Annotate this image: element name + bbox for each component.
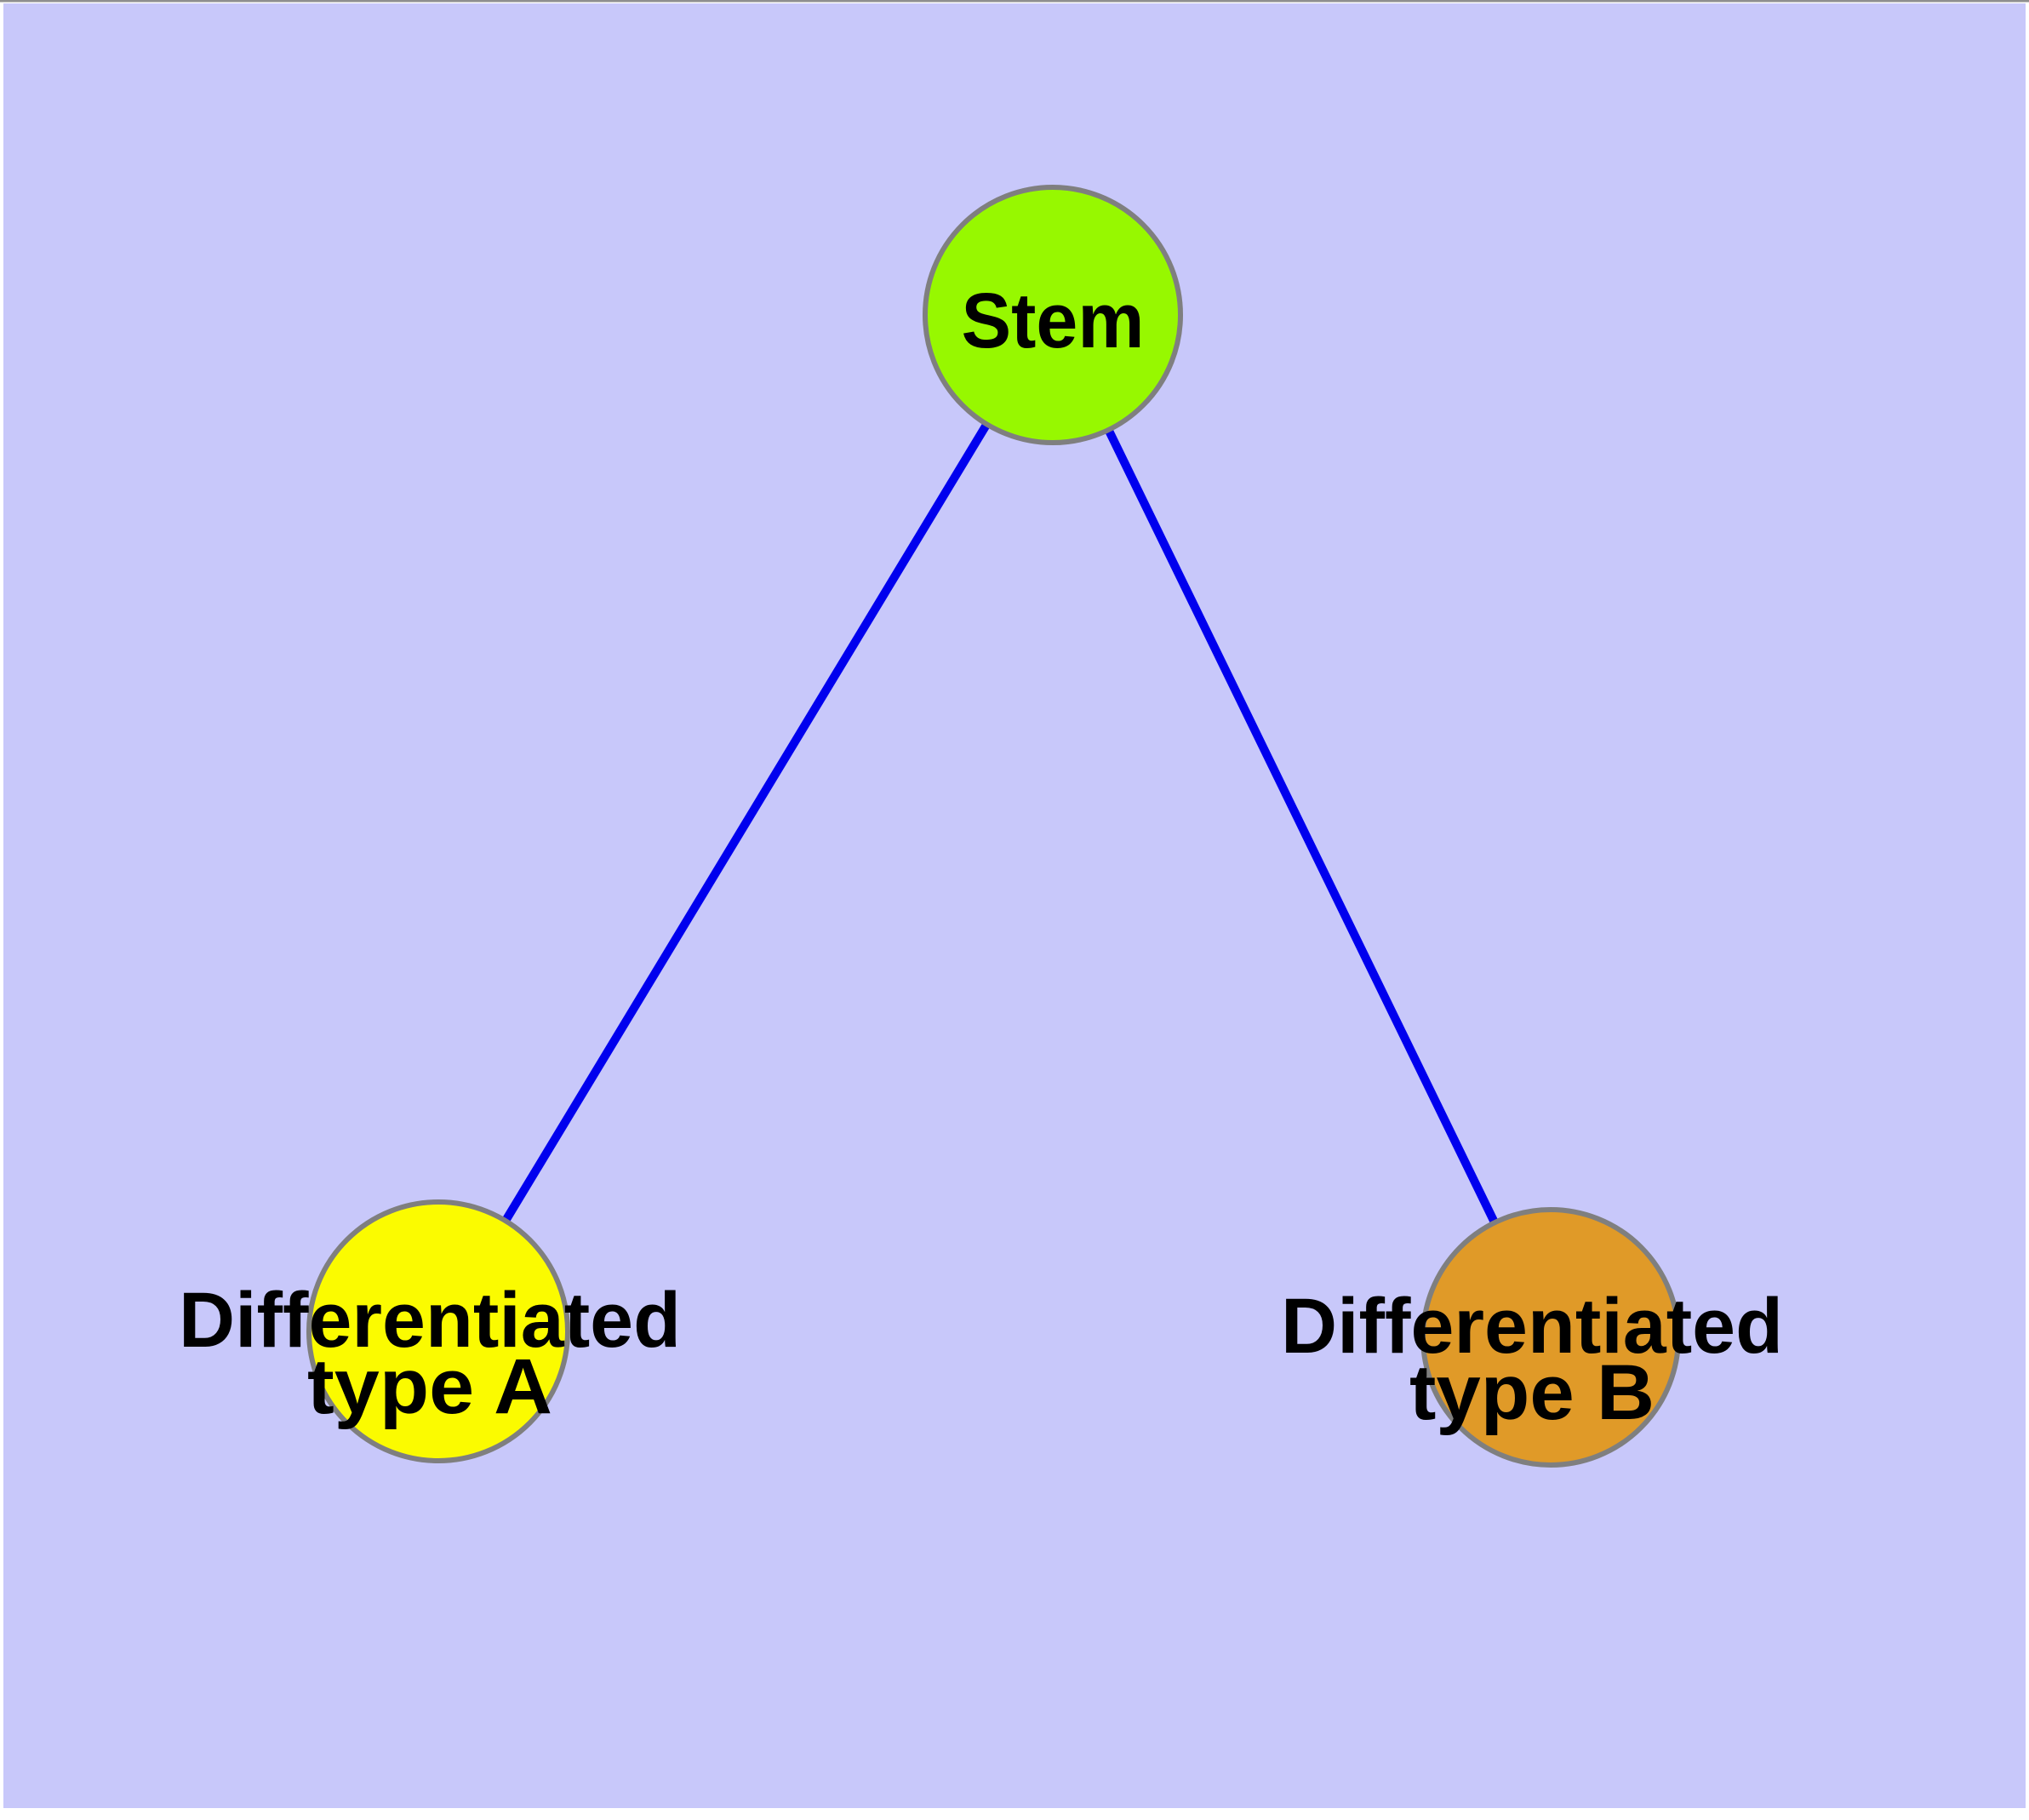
node-label-diff-b-line2: type B	[1409, 1349, 1655, 1436]
node-diff-b	[1420, 1207, 1681, 1468]
node-stem	[923, 185, 1183, 445]
node-label-diff-a-line2: type A	[307, 1343, 552, 1430]
edge-stem-diff-a	[501, 422, 991, 1223]
node-label-diff-a-line1: Differentiated	[179, 1277, 681, 1364]
node-label-stem-line1: Stem	[962, 278, 1145, 364]
edges-layer	[501, 422, 1499, 1225]
top-border-line	[0, 0, 2029, 3]
node-diff-a	[306, 1199, 570, 1463]
node-label-diff-b-line1: Differentiated	[1281, 1283, 1783, 1370]
edge-stem-diff-b	[1105, 428, 1499, 1225]
nodes-layer	[306, 185, 1681, 1468]
